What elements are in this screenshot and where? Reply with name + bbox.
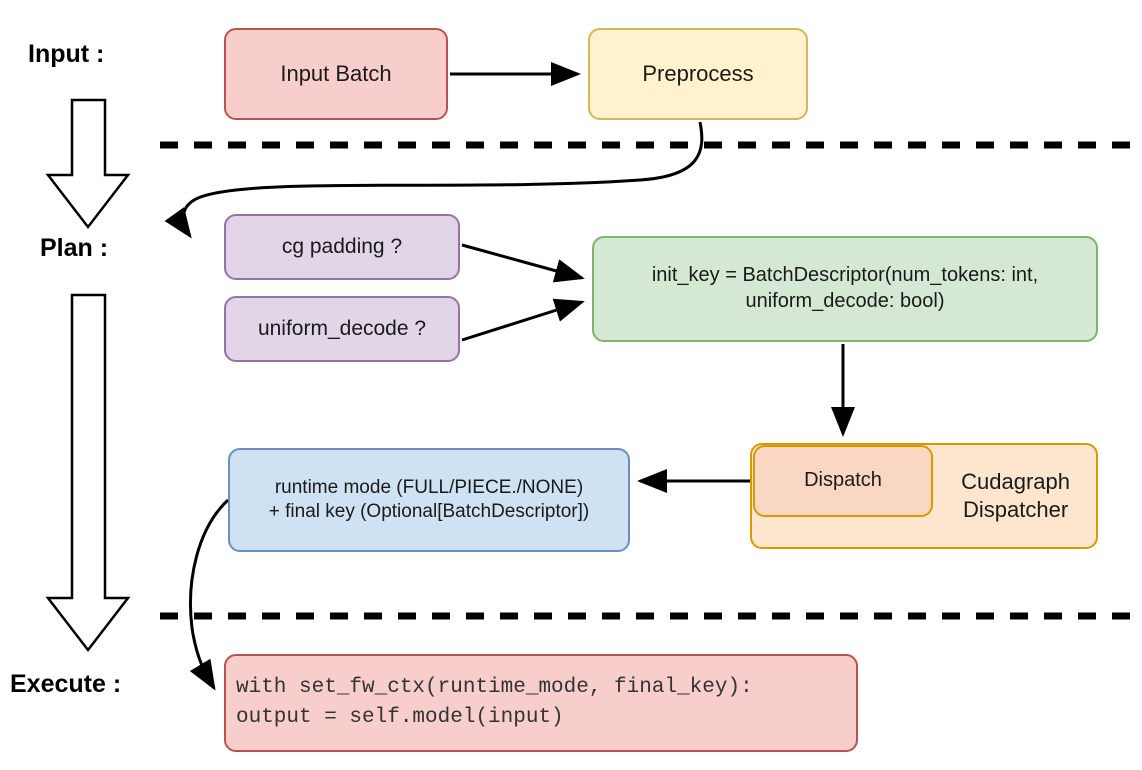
runtime-mode-to-exec-code-arrow bbox=[189, 498, 230, 691]
node-execute-code-block[interactable]: with set_fw_ctx(runtime_mode, final_key)… bbox=[224, 654, 858, 752]
plan-to-execute-flow-arrow bbox=[45, 293, 131, 653]
stage-label-input: Input : bbox=[28, 40, 105, 68]
cg-padding-to-init-key-arrow bbox=[461, 243, 585, 283]
node-uniform-decode[interactable]: uniform_decode ? bbox=[224, 296, 460, 362]
node-init-key-batchdescriptor[interactable]: init_key = BatchDescriptor(num_tokens: i… bbox=[592, 236, 1098, 342]
node-runtime-mode[interactable]: runtime mode (FULL/PIECE./NONE) + final … bbox=[228, 448, 630, 552]
uniform-decode-to-init-key-arrow bbox=[461, 298, 585, 342]
node-dispatch[interactable]: Dispatch bbox=[753, 445, 933, 517]
node-cg-padding[interactable]: cg padding ? bbox=[224, 214, 460, 280]
stage-label-plan: Plan : bbox=[40, 234, 109, 262]
node-input-batch[interactable]: Input Batch bbox=[224, 28, 448, 120]
stage-label-execute: Execute : bbox=[10, 670, 122, 698]
input-to-plan-flow-arrow bbox=[45, 98, 131, 230]
node-preprocess[interactable]: Preprocess bbox=[588, 28, 808, 120]
